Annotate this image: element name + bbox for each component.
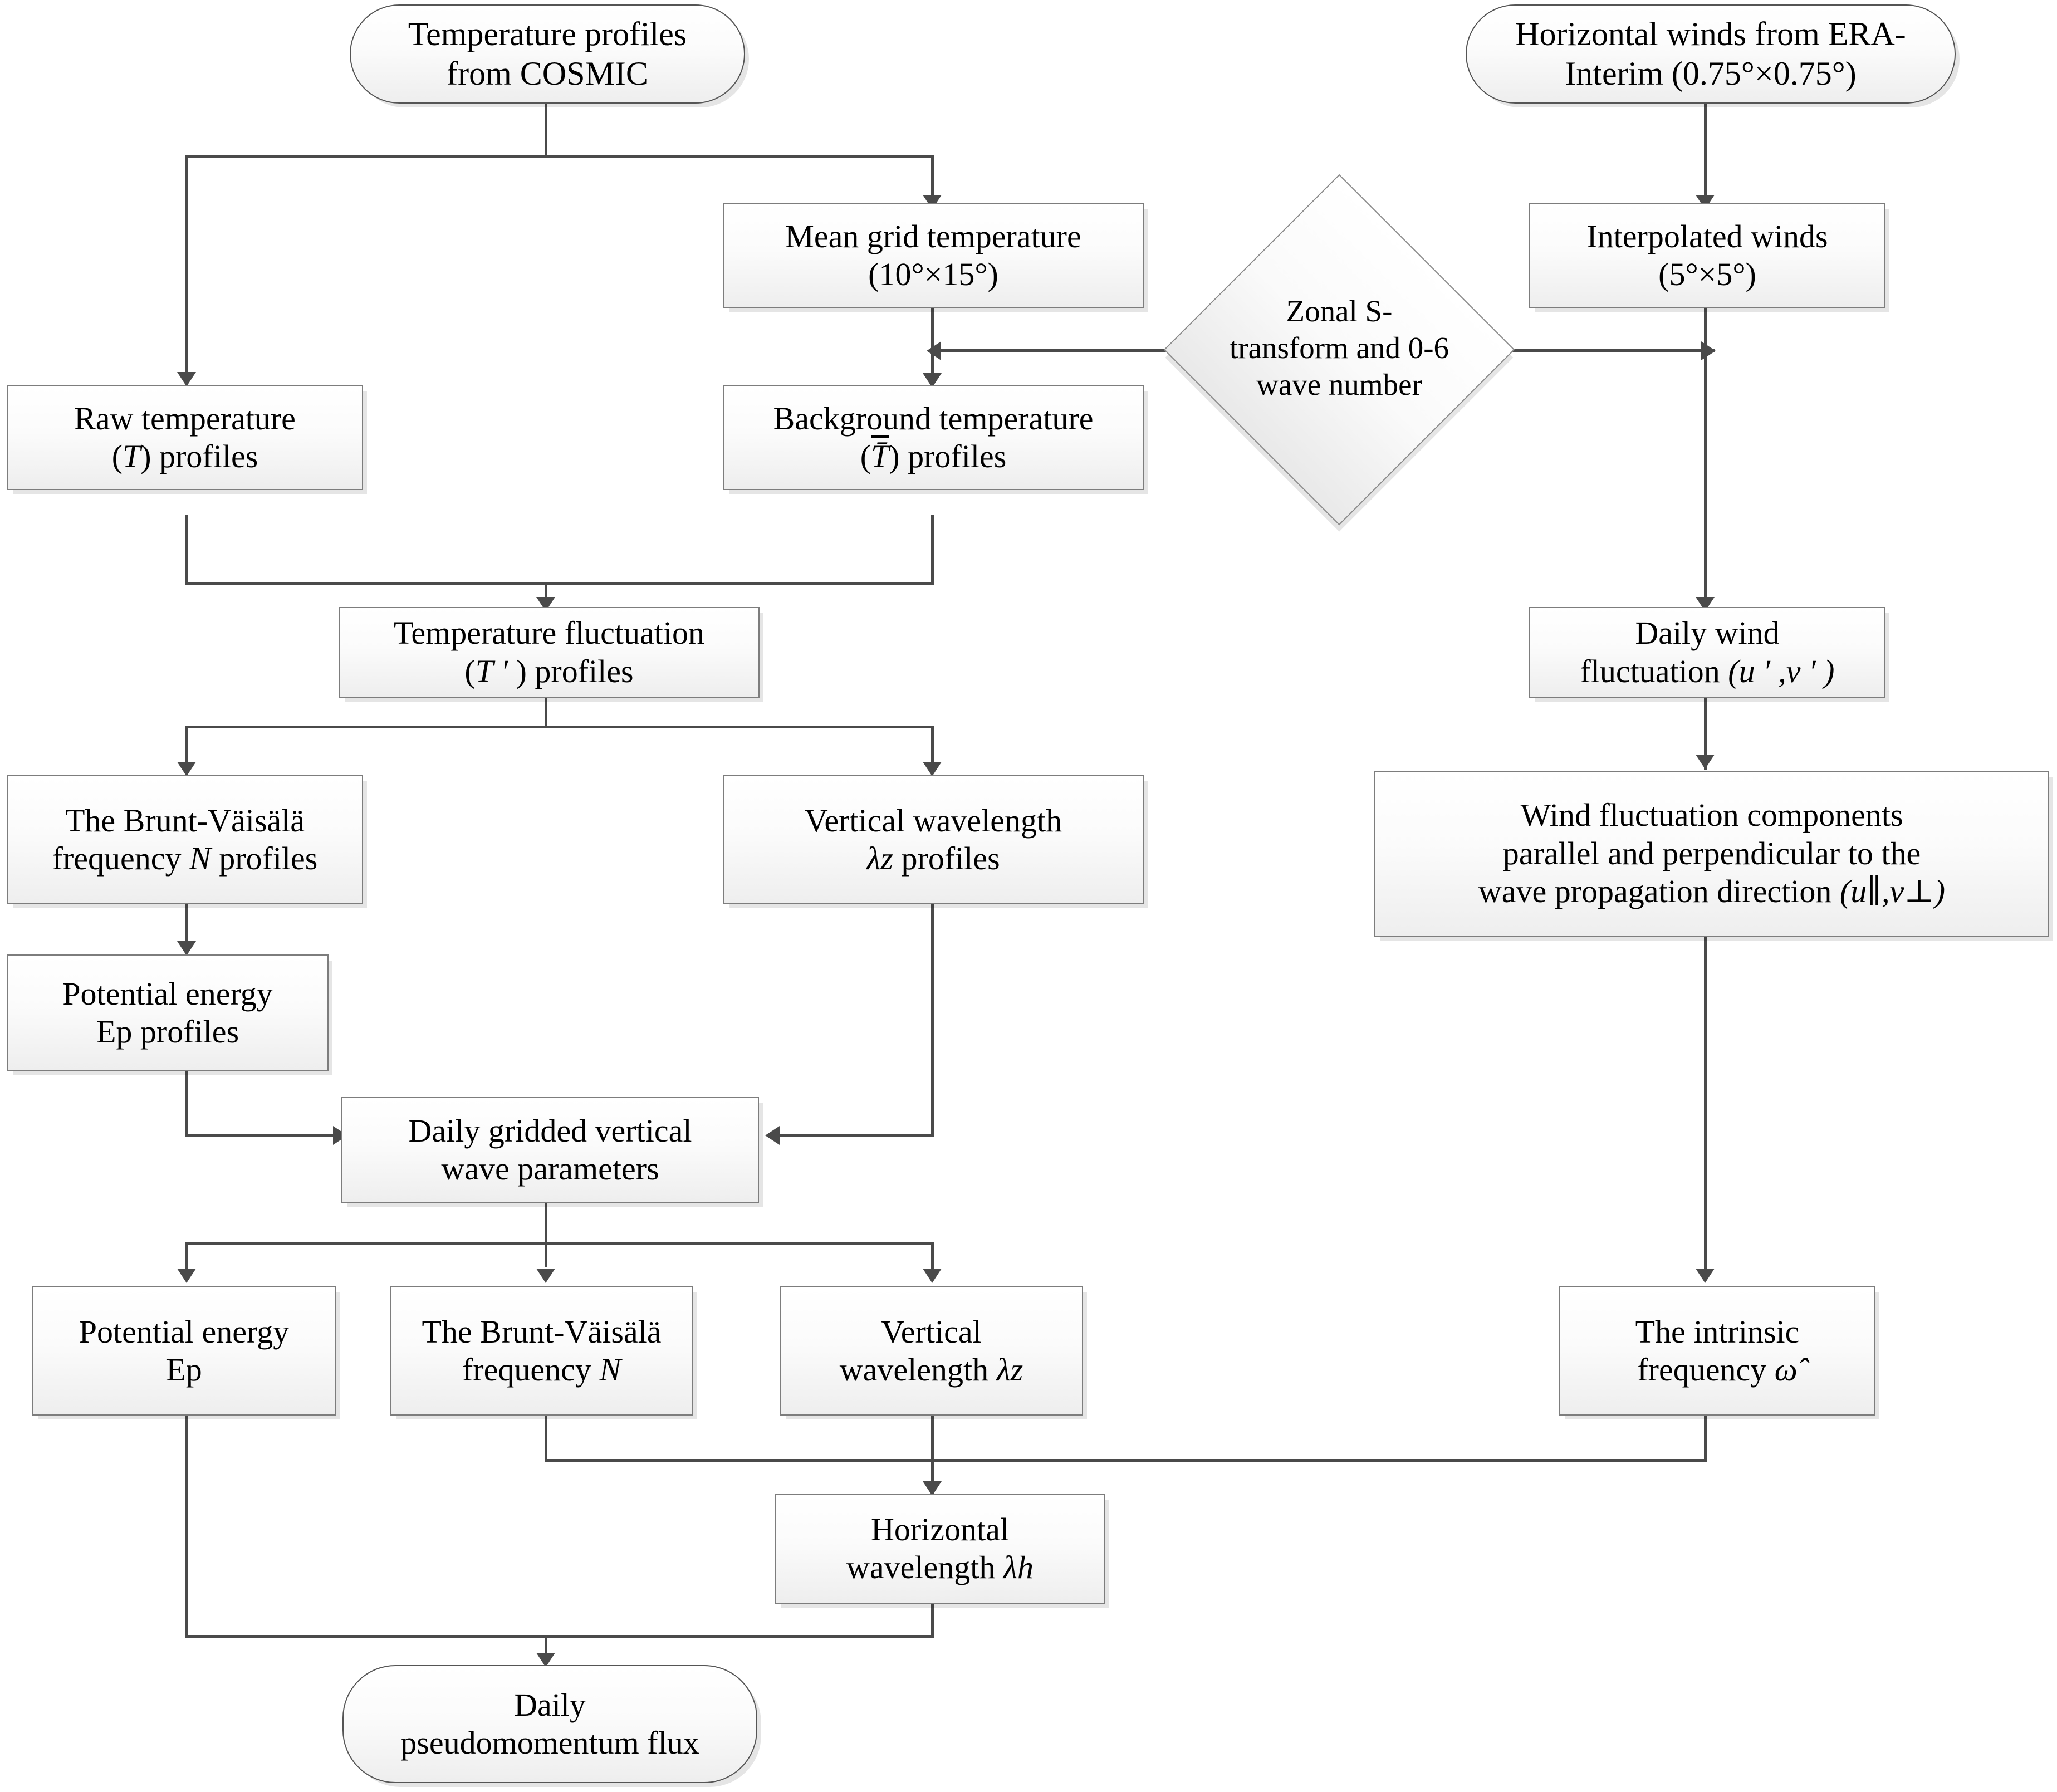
arrowhead-vertical-wavelength [923, 1269, 942, 1283]
edge-gridded-bus [185, 1242, 934, 1245]
edge-lz-left [780, 1134, 934, 1137]
edge-n-to-ep [185, 904, 188, 948]
arrowhead-potential-energy [177, 1269, 196, 1283]
edge-windfluct-down [1704, 698, 1707, 770]
edge-tfluct-bus [185, 726, 934, 728]
arrowhead-horizontal-wavelength [923, 1481, 942, 1496]
node-raw-temperature-label: Raw temperature(T) profiles [74, 400, 296, 474]
arrowhead-daily-pseudomomentum-flux [536, 1653, 555, 1667]
edge-gridded-left [185, 1242, 188, 1276]
edge-cosmic-right-drop [931, 155, 934, 200]
node-horizontal-winds-label: Horizontal winds from ERA-Interim (0.75°… [1515, 16, 1906, 92]
arrowhead-gridded-from-right [765, 1126, 780, 1145]
edge-gridded-stem [545, 1203, 547, 1267]
edge-cosmic-stem [545, 103, 547, 156]
node-temperature-fluctuation-label: Temperature fluctuation(T ′ ) profiles [394, 615, 704, 689]
edge-flux-stem [545, 1635, 547, 1669]
edge-ep-right [185, 1134, 341, 1137]
edge-ep-down [185, 1071, 188, 1136]
edge-tfluct-left [185, 726, 188, 766]
arrowhead-intrinsic-frequency [1696, 1269, 1715, 1283]
arrowhead-diamond-to-winds [1701, 341, 1716, 360]
edge-ep-rail [185, 1414, 188, 1637]
edge-cosmic-bus [185, 155, 933, 158]
node-interpolated-winds-label: Interpolated winds(5°×5°) [1586, 218, 1828, 292]
edge-tfluct-stem [545, 698, 547, 728]
edge-winds-down [1704, 307, 1707, 616]
arrowhead-vertical-wavelength-profiles [923, 762, 942, 776]
node-temperature-fluctuation[interactable]: Temperature fluctuation(T ′ ) profiles [339, 607, 760, 698]
arrowhead-potential-energy-profiles [177, 941, 196, 956]
node-raw-temperature[interactable]: Raw temperature(T) profiles [7, 385, 363, 490]
edge-tfluct-right [931, 726, 934, 766]
edge-hwave-down [931, 1604, 934, 1637]
edge-diamond-left [941, 349, 1219, 352]
edge-n-down [545, 1414, 547, 1462]
edge-bg-down [931, 515, 934, 585]
edge-diamond-right [1426, 349, 1715, 352]
node-background-temperature-label: Background temperature(T̄) profiles [773, 400, 1094, 474]
edge-raw-down [185, 515, 188, 585]
node-mean-grid-temperature[interactable]: Mean grid temperature(10°×15°) [723, 203, 1144, 308]
edge-hwave-stem [931, 1459, 934, 1494]
arrowhead-diamond-to-background [927, 341, 941, 360]
edge-lzb-down [931, 1414, 934, 1462]
node-horizontal-winds[interactable]: Horizontal winds from ERA-Interim (0.75°… [1466, 4, 1956, 104]
edge-merge-bus-1 [185, 582, 934, 585]
arrowhead-wind-components [1696, 755, 1715, 769]
node-background-temperature[interactable]: Background temperature(T̄) profiles [723, 385, 1144, 490]
edge-gridded-right [931, 1242, 934, 1276]
edge-hwave-bus [545, 1459, 1707, 1462]
arrowhead-brunt-vaisala-profiles [177, 762, 196, 776]
edge-era-stem [1704, 103, 1707, 200]
node-mean-grid-temperature-label: Mean grid temperature(10°×15°) [785, 218, 1081, 292]
edge-flux-bus [185, 1635, 934, 1638]
edge-components-down [1704, 936, 1707, 1276]
node-interpolated-winds[interactable]: Interpolated winds(5°×5°) [1529, 203, 1885, 308]
edge-cosmic-left-drop [185, 155, 188, 378]
arrowhead-brunt-vaisala [536, 1269, 555, 1283]
arrowhead-background-temperature [923, 373, 942, 388]
arrowhead-raw-temperature [177, 372, 196, 386]
edge-lz-down [931, 904, 934, 1136]
edge-omega-down [1704, 1414, 1707, 1462]
